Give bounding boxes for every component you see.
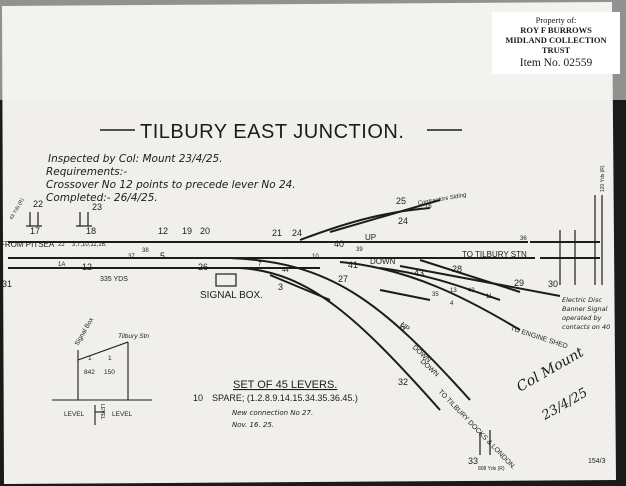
new-connection-date: Nov. 16. 25. — [232, 421, 274, 429]
stamp-item-number: Item No. 02559 — [519, 57, 593, 69]
inspection-line-4: Completed:- 26/4/25. — [46, 192, 158, 204]
lever-24b: 24 — [398, 216, 408, 226]
svg-text:150: 150 — [104, 369, 115, 376]
lever-37: 37 — [128, 254, 135, 260]
signal-box-label: SIGNAL BOX. — [200, 290, 263, 301]
lever-1a: 1A — [58, 262, 65, 268]
lever-43: 43 — [414, 268, 424, 278]
lever-18: 18 — [86, 226, 96, 236]
svg-text:Banner Signal: Banner Signal — [562, 305, 608, 313]
lever-4: 4 — [450, 301, 454, 307]
svg-text:Electric Disc: Electric Disc — [562, 296, 602, 304]
lever-30: 30 — [548, 279, 558, 289]
svg-text:LEVEL: LEVEL — [99, 404, 105, 420]
lever-33: 33 — [468, 456, 478, 466]
stamp-property: Property of: — [535, 15, 577, 25]
to-tilbury-stn-label: TO TILBURY STN — [462, 250, 527, 259]
lever-13: 13 — [450, 288, 457, 294]
stamp-owner: ROY F BURROWS — [520, 25, 592, 35]
up-lower-label: UP — [399, 321, 411, 333]
lever-41: 41 — [348, 260, 358, 270]
yds-bottom: 808 Yds (R) — [478, 466, 505, 472]
page-title: TILBURY EAST JUNCTION. — [140, 121, 404, 143]
signal-box-symbol — [215, 273, 237, 287]
lever-12b: 12 — [82, 262, 92, 272]
lever-22b: 22 — [58, 242, 65, 248]
inspection-line-3: Crossover No 12 points to precede lever … — [46, 179, 296, 191]
svg-text:842: 842 — [84, 369, 95, 376]
spares-list: SPARE; (1.2.8.9.14.15.34.35.36.45.) — [212, 393, 358, 403]
inspection-line-2: Requirements:- — [46, 166, 127, 178]
ownership-stamp: Property of: ROY F BURROWS MIDLAND COLLE… — [492, 12, 620, 74]
up-line-label: UP — [365, 233, 376, 242]
stamp-trust: TRUST — [541, 45, 571, 55]
lever-7: 7 — [258, 262, 262, 268]
banner-note: Electric Disc Banner Signal operated by … — [562, 296, 610, 331]
lever-26: 26 — [198, 262, 208, 272]
stamp-collection: MIDLAND COLLECTION — [505, 35, 607, 45]
lever-numbers: 17 18 22 23 12 12 19 20 21 24 25 24 16 4… — [2, 165, 606, 472]
lever-22: 22 — [33, 199, 43, 209]
lever-29: 29 — [514, 278, 524, 288]
lever-28: 28 — [452, 264, 462, 274]
svg-text:LEVEL: LEVEL — [112, 411, 133, 418]
down-line-label: DOWN — [370, 257, 396, 266]
lever-19: 19 — [182, 226, 192, 236]
inspection-line-1: Inspected by Col: Mount 23/4/25. — [48, 153, 223, 165]
lever-32: 32 — [398, 377, 408, 387]
svg-text:1: 1 — [88, 355, 92, 362]
lever-44: 44 — [282, 268, 289, 274]
levers-title: SET OF 45 LEVERS. — [233, 379, 337, 391]
lever-12a: 12 — [158, 226, 168, 236]
lever-3: 3 — [278, 282, 283, 292]
yds-right: 120 Yds (R) — [600, 165, 606, 192]
distance-label: 335 YDS — [100, 276, 128, 283]
lever-5: 5 — [160, 251, 165, 261]
lever-31: 31 — [2, 279, 12, 289]
lever-25: 25 — [396, 196, 406, 206]
from-pitsea-label: FROM PITSEA — [0, 240, 55, 249]
svg-text:contacts on 40: contacts on 40 — [562, 323, 610, 331]
lever-21: 21 — [272, 228, 282, 238]
running-lines — [8, 199, 600, 411]
lever-20: 20 — [200, 226, 210, 236]
svg-text:Tilbury Stn: Tilbury Stn — [118, 333, 149, 340]
lever-6: 6 — [400, 322, 405, 332]
lever-35: 35 — [432, 292, 439, 298]
lever-27: 27 — [338, 274, 348, 284]
lever-40: 40 — [334, 239, 344, 249]
signal-posts — [26, 195, 603, 455]
gradient-inset — [52, 341, 152, 425]
lever-multi: 3,7,10,11,16. — [72, 242, 107, 248]
lever-38: 38 — [142, 248, 149, 254]
svg-text:LEVEL: LEVEL — [64, 411, 85, 418]
lever-17: 17 — [30, 226, 40, 236]
sheet-reference: 154/3 — [588, 458, 606, 465]
lever-42: 42 — [468, 288, 475, 294]
lever-23: 23 — [92, 202, 102, 212]
new-connection: New connection No 27. — [232, 409, 313, 417]
lever-39: 39 — [356, 247, 363, 253]
spares-count: 10 — [193, 393, 203, 403]
lever-11: 11 — [486, 294, 493, 300]
lever-24a: 24 — [292, 228, 302, 238]
svg-text:1: 1 — [108, 355, 112, 362]
svg-text:operated by: operated by — [562, 314, 602, 322]
lever-36: 36 — [520, 236, 527, 242]
lever-16: 16 — [425, 204, 432, 210]
lever-10: 10 — [312, 254, 319, 260]
